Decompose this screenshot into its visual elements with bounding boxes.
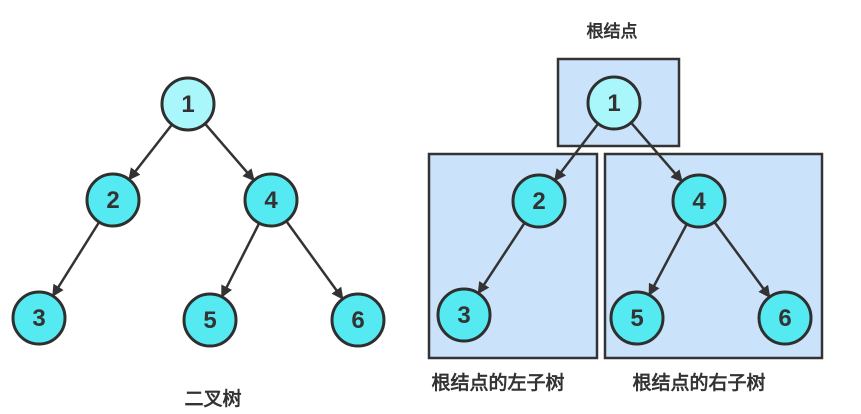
right-edge-1-2 — [553, 122, 600, 182]
left-edge-4-6 — [285, 220, 344, 300]
right-tree-node-2: 2 — [511, 173, 567, 229]
node-circle — [586, 75, 642, 131]
node-label: 4 — [264, 187, 278, 214]
node-label: 1 — [181, 91, 194, 118]
node-circle — [330, 292, 386, 348]
right-tree-node-6: 6 — [757, 290, 813, 346]
right-edge-2-3 — [477, 222, 526, 295]
node-circle — [436, 287, 492, 343]
node-label: 2 — [106, 187, 119, 214]
node-circle — [757, 290, 813, 346]
left-tree-node-6: 6 — [330, 292, 386, 348]
right-tree-node-3: 3 — [436, 287, 492, 343]
left-subtree-label: 根结点的左子树 — [431, 371, 564, 394]
left-tree-node-1: 1 — [160, 76, 216, 132]
right-tree-node-4: 4 — [671, 173, 727, 229]
node-circle — [182, 292, 238, 348]
node-label: 1 — [607, 90, 620, 117]
right-edge-1-4 — [630, 121, 683, 183]
node-label: 5 — [630, 305, 643, 332]
left-edge-1-2 — [128, 123, 173, 181]
node-label: 5 — [203, 307, 216, 334]
left-tree-node-4: 4 — [243, 172, 299, 228]
right-subtree-label: 根结点的右子树 — [632, 371, 765, 394]
node-circle — [243, 172, 299, 228]
right-edge-4-5 — [648, 223, 688, 297]
right-edge-4-6 — [713, 221, 771, 298]
node-circle — [11, 290, 67, 346]
node-circle — [671, 173, 727, 229]
left-tree-node-5: 5 — [182, 292, 238, 348]
node-label: 6 — [351, 307, 364, 334]
left-tree-node-3: 3 — [11, 290, 67, 346]
root-node-label: 根结点 — [587, 21, 638, 41]
left-edge-1-4 — [204, 122, 255, 182]
node-circle — [609, 290, 665, 346]
left-edge-4-5 — [220, 222, 261, 298]
node-label: 4 — [692, 188, 706, 215]
node-label: 3 — [457, 302, 470, 329]
right-tree-node-5: 5 — [609, 290, 665, 346]
node-circle — [85, 172, 141, 228]
node-circle — [160, 76, 216, 132]
left-tree-node-2: 2 — [85, 172, 141, 228]
node-label: 2 — [532, 188, 545, 215]
node-circle — [511, 173, 567, 229]
node-label: 6 — [778, 305, 791, 332]
left-edge-2-3 — [51, 221, 101, 298]
left-tree-caption: 二叉树 — [184, 387, 241, 410]
node-label: 3 — [32, 305, 45, 332]
right-tree-node-1: 1 — [586, 75, 642, 131]
